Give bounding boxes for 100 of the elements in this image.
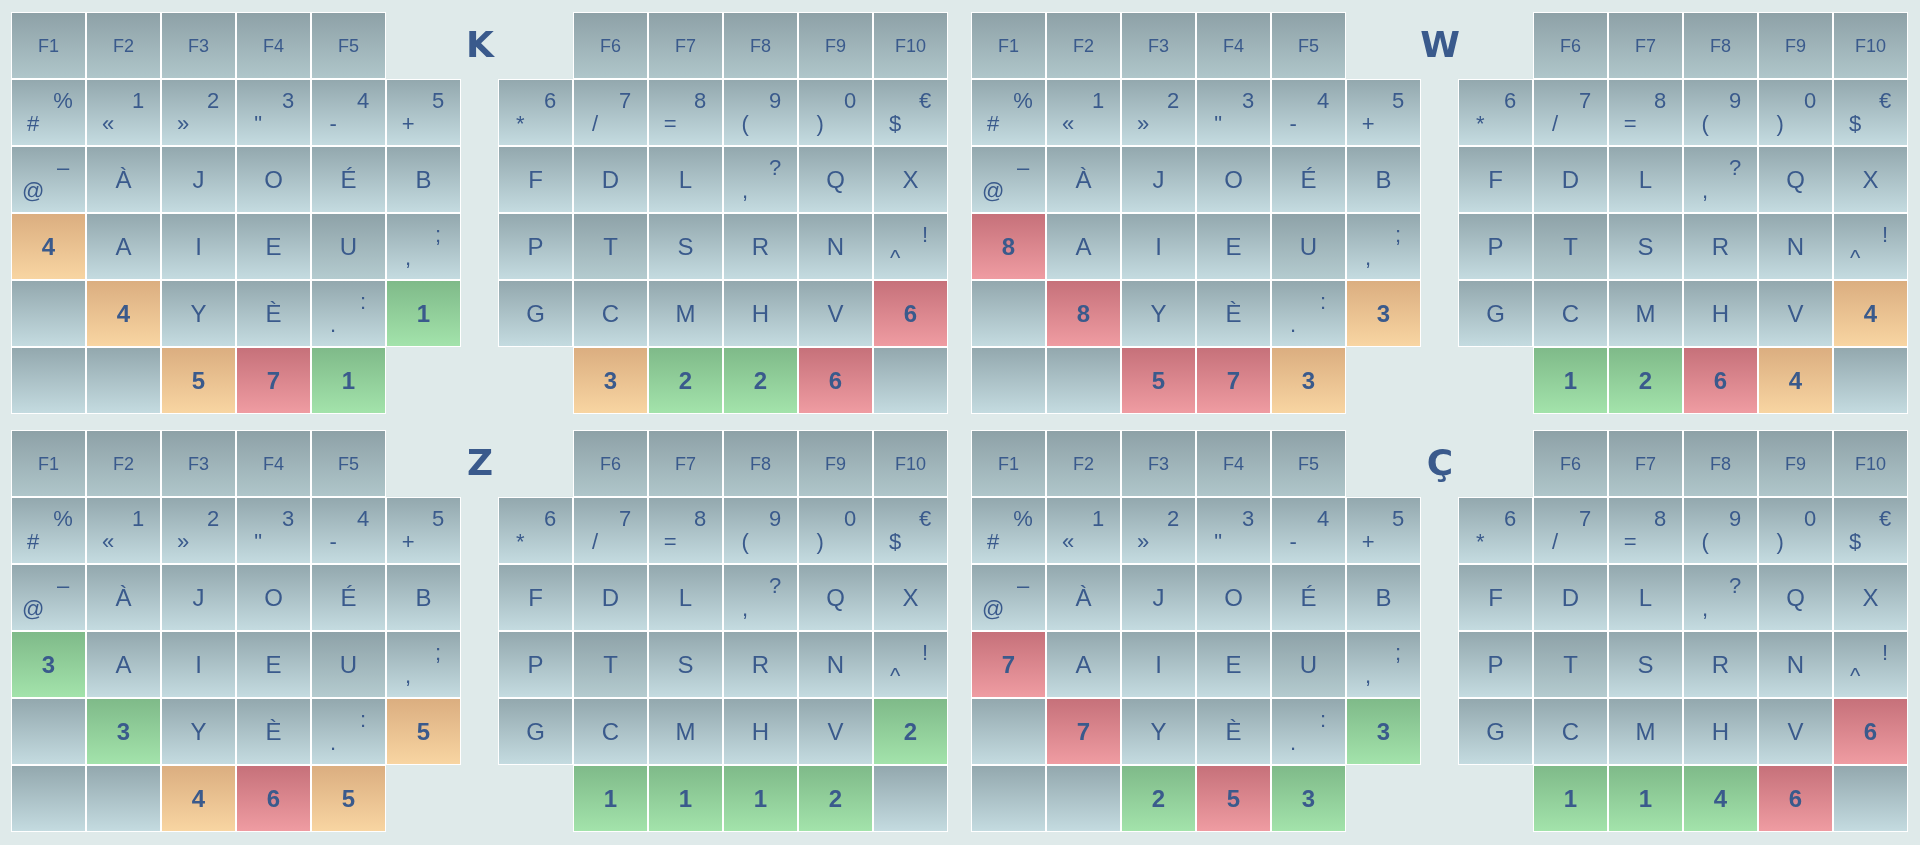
key-label: ": [1214, 531, 1223, 554]
keyboard-key: [311, 497, 386, 564]
keyboard-key: [161, 213, 236, 280]
key-number: 5: [1226, 786, 1241, 811]
keyboard-key: [386, 146, 461, 213]
keyboard-key: [1046, 564, 1121, 631]
key-label: ": [254, 531, 263, 554]
key-label: N: [826, 652, 845, 677]
key-number: 4: [191, 786, 206, 811]
keyboard-key: [86, 280, 161, 347]
key-label: H: [1711, 719, 1730, 744]
key-number: 5: [191, 368, 206, 393]
keyboard-key: [311, 631, 386, 698]
key-label: T: [1563, 234, 1578, 259]
key-label: €: [1878, 508, 1892, 531]
keyboard-key: [1833, 12, 1908, 79]
keyboard-key: [161, 347, 236, 414]
keyboard-key: [1683, 765, 1758, 832]
key-label: !: [1882, 642, 1889, 665]
keyboard-key: [971, 631, 1046, 698]
key-number: 5: [1151, 368, 1166, 393]
keyboard-key: [86, 765, 161, 832]
keyboard-key: [798, 564, 873, 631]
key-label: 0: [1803, 508, 1817, 531]
key-label: G: [526, 719, 545, 744]
keyboard-key: [1121, 213, 1196, 280]
keyboard-key: [311, 698, 386, 765]
keyboard-key: [11, 564, 86, 631]
function-key-label: F6: [600, 454, 621, 473]
keyboard-key: [1271, 347, 1346, 414]
function-key-label: F5: [338, 36, 359, 55]
key-label: 7: [1578, 508, 1592, 531]
keyboard-key: [1608, 430, 1683, 497]
keyboard-key: [873, 497, 948, 564]
key-label: F: [1488, 585, 1503, 610]
keyboard-key: [1683, 146, 1758, 213]
keyboard-key: [1346, 497, 1421, 564]
keyboard-key: [236, 631, 311, 698]
key-label: O: [264, 167, 283, 192]
keyboard-key: [971, 146, 1046, 213]
key-label: A: [1075, 652, 1092, 677]
keyboard-key: [723, 497, 798, 564]
keyboard-key: [386, 497, 461, 564]
key-label: 2: [1166, 90, 1180, 113]
keyboard-key: [86, 146, 161, 213]
keyboard-key: [873, 12, 948, 79]
key-label: D: [601, 585, 620, 610]
key-label: –: [56, 157, 70, 180]
function-key-label: F1: [998, 454, 1019, 473]
key-label: T: [603, 652, 618, 677]
key-label: -: [1289, 113, 1297, 136]
keyboard-key: [86, 79, 161, 146]
keyboard-key: [1046, 347, 1121, 414]
key-label: (: [741, 113, 749, 136]
keyboard-key: [1608, 497, 1683, 564]
keyboard-key: [873, 631, 948, 698]
function-key-label: F2: [113, 36, 134, 55]
key-label: M: [675, 301, 696, 326]
key-number: 4: [1863, 301, 1878, 326]
key-label: L: [678, 167, 693, 192]
function-key-label: F4: [1223, 36, 1244, 55]
key-label: B: [1375, 585, 1392, 610]
key-number: 6: [828, 368, 843, 393]
key-label: V: [1787, 719, 1804, 744]
keyboard-key: [1346, 146, 1421, 213]
key-label: *: [515, 113, 525, 136]
key-number: 3: [1301, 786, 1316, 811]
keyboard-key: [1683, 213, 1758, 280]
key-label: É: [1300, 167, 1317, 192]
keyboard-key: [1458, 280, 1533, 347]
key-number: 1: [341, 368, 356, 393]
keyboard-key: [1271, 280, 1346, 347]
function-key-label: F9: [825, 36, 846, 55]
keyboard-key: [648, 497, 723, 564]
keyboard-key: [573, 146, 648, 213]
key-label: Y: [1150, 719, 1167, 744]
key-number: 2: [753, 368, 768, 393]
keyboard-key: [1683, 631, 1758, 698]
key-label: X: [1862, 167, 1879, 192]
key-label: #: [27, 531, 40, 554]
keyboard-key: [1271, 698, 1346, 765]
keyboard-key: [1196, 430, 1271, 497]
keyboard-key: [498, 280, 573, 347]
key-label: #: [27, 113, 40, 136]
key-label: 5: [431, 508, 445, 531]
key-label: »: [1137, 113, 1150, 136]
key-label: 1: [1091, 90, 1105, 113]
function-key-label: F5: [1298, 36, 1319, 55]
keyboard-key: [573, 631, 648, 698]
keyboard-key: [648, 79, 723, 146]
keyboard-key: [86, 347, 161, 414]
keyboard-key: [971, 765, 1046, 832]
keyboard-key: [648, 213, 723, 280]
keyboard-key: [1271, 79, 1346, 146]
keyboard-key: [798, 347, 873, 414]
key-label: A: [1075, 234, 1092, 259]
key-label: 8: [693, 90, 707, 113]
key-label: =: [663, 113, 677, 136]
keyboard-key: [86, 631, 161, 698]
keyboard-key: [1683, 430, 1758, 497]
